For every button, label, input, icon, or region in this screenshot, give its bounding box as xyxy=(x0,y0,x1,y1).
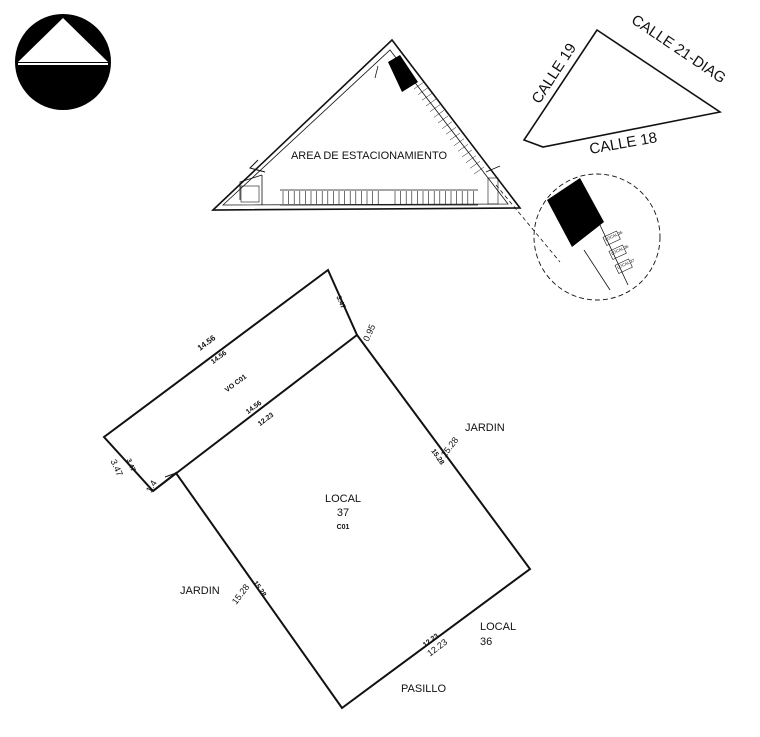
stair-tick xyxy=(469,161,481,169)
north-arrow-icon xyxy=(15,14,111,110)
dim-top-inner-small: 12.23 xyxy=(257,412,275,428)
detail-label-3: LOCAL 37 xyxy=(616,257,636,270)
dim-left-small: 3.47 xyxy=(109,458,125,478)
stair-tick xyxy=(413,81,425,90)
street-label-calle-19: CALLE 19 xyxy=(528,40,580,107)
stair-tick xyxy=(433,110,445,118)
street-key-map: CALLE 19 CALLE 21-DIAG CALLE 18 xyxy=(522,11,729,158)
stair-tick xyxy=(449,132,461,141)
local-code: C01 xyxy=(337,524,350,531)
label-jardin-left: JARDIN xyxy=(180,585,220,597)
stair-tick xyxy=(417,87,429,95)
vo-label: VO C01 xyxy=(224,373,248,394)
location-detail: LOCAL 35 LOCAL 36 LOCAL 37 xyxy=(495,173,661,301)
label-pasillo: PASILLO xyxy=(401,683,446,695)
dim-left-small-bold: 3.47 xyxy=(124,458,136,473)
label-local-adjacent: LOCAL xyxy=(480,621,516,633)
stair-tick xyxy=(421,93,433,101)
stair-tick xyxy=(457,144,469,152)
label-jardin-right: JARDIN xyxy=(465,422,505,434)
local-title: LOCAL xyxy=(325,493,361,505)
detail-label-1: LOCAL 35 xyxy=(604,229,624,242)
dim-right-small: 0.95 xyxy=(361,323,377,343)
lot-local-37: 14.56 14.56 VO C01 14.56 12.23 3.47 0.95… xyxy=(102,268,532,710)
detail-label-2: LOCAL 36 xyxy=(610,243,630,256)
stair-tick xyxy=(473,166,485,175)
street-label-calle-18: CALLE 18 xyxy=(588,129,658,158)
dim-top-outer-bold: 14.56 xyxy=(196,333,218,353)
dim-left-side: 15.28 xyxy=(230,582,252,606)
site-plan: AREA DE ESTACIONAMIENTO xyxy=(210,38,522,211)
stair-tick xyxy=(429,104,441,112)
label-local-adjacent-number: 36 xyxy=(480,636,492,648)
dim-right-small-bold: 3.47 xyxy=(334,295,346,310)
stair-tick xyxy=(437,115,449,124)
stair-tick xyxy=(465,155,477,163)
stair-tick xyxy=(441,121,453,129)
dim-left-side-bold: 15.28 xyxy=(251,580,267,598)
parking-area-label: AREA DE ESTACIONAMIENTO xyxy=(291,150,448,162)
street-label-calle-21-diag: CALLE 21-DIAG xyxy=(628,11,729,87)
stair-tick xyxy=(445,127,457,135)
stair-tick xyxy=(425,98,437,107)
dim-right-side: 15.28 xyxy=(439,435,461,459)
local-number: 37 xyxy=(337,507,349,519)
parking-stalls xyxy=(282,191,474,204)
dim-left-notch: 1.4 xyxy=(144,479,159,495)
building-block xyxy=(388,55,418,92)
stair-tick xyxy=(453,138,465,146)
stair-tick xyxy=(461,149,473,158)
